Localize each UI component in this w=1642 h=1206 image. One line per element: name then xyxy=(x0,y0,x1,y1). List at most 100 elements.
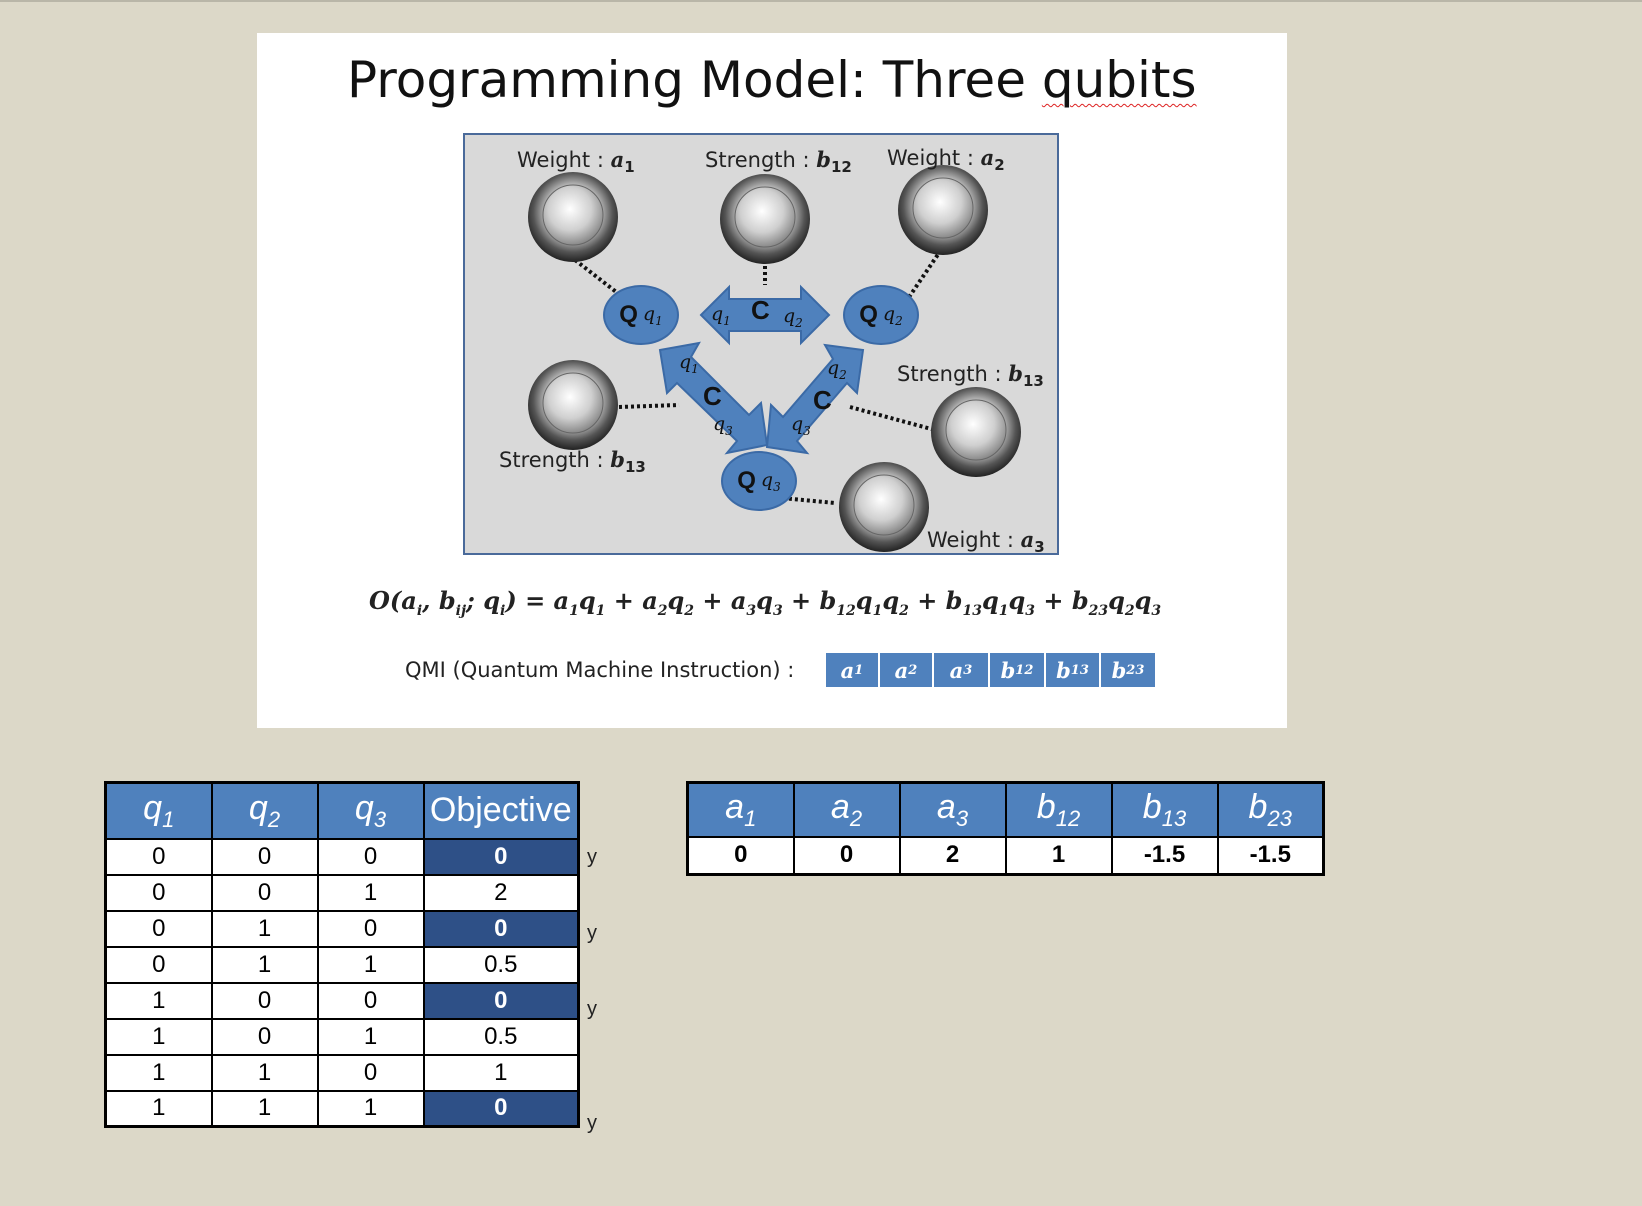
objective-cell[interactable]: 1 xyxy=(422,1053,580,1092)
column-header-a2: a2 xyxy=(792,781,901,838)
row-mark: y xyxy=(587,846,597,868)
coupler-23-end-b: q3 xyxy=(791,413,811,438)
coupler-23-letter: C xyxy=(813,385,832,415)
coupler-23-end-a: q2 xyxy=(827,357,847,382)
cell-q3[interactable]: 0 xyxy=(316,1053,425,1092)
objective-cell[interactable]: 0 xyxy=(422,1089,580,1128)
spellcheck-word: qubits xyxy=(1041,51,1197,109)
coupler-13-end-a: q1 xyxy=(679,351,699,376)
column-header-b13: b13 xyxy=(1110,781,1219,838)
table-row: 0 0 2 1 -1.5 -1.5 xyxy=(686,835,1325,876)
objective-cell[interactable]: 0 xyxy=(422,909,580,948)
coupler-13-end-b: q3 xyxy=(713,413,733,438)
objective-cell[interactable]: 0 xyxy=(422,981,580,1020)
row-mark: y xyxy=(587,1112,597,1134)
objective-cell[interactable]: 0.5 xyxy=(422,1017,580,1056)
cell-q1[interactable]: 1 xyxy=(104,981,213,1020)
column-header-objective: Objective xyxy=(422,781,580,840)
cell-q2[interactable]: 0 xyxy=(210,1017,319,1056)
cell-q3[interactable]: 1 xyxy=(316,1017,425,1056)
cell-q3[interactable]: 0 xyxy=(316,909,425,948)
coef-cell-b12[interactable]: 1 xyxy=(1004,835,1113,876)
cell-q2[interactable]: 0 xyxy=(210,837,319,876)
cell-q2[interactable]: 1 xyxy=(210,945,319,984)
cell-q2[interactable]: 1 xyxy=(210,1089,319,1128)
coupler-12-end-b: q2 xyxy=(783,305,803,330)
weight-a2-label: Weight : a2 xyxy=(887,145,1005,175)
cell-q1[interactable]: 0 xyxy=(104,909,213,948)
slide-title: Programming Model: Three qubits xyxy=(347,51,1197,109)
dial-knob-icon xyxy=(528,172,618,262)
cell-q3[interactable]: 1 xyxy=(316,873,425,912)
top-border xyxy=(0,0,1642,2)
strength-b13-left-label: Strength : b13 xyxy=(499,447,646,477)
cell-q2[interactable]: 1 xyxy=(210,909,319,948)
column-header-q3: q3 xyxy=(316,781,425,840)
column-header-b12: b12 xyxy=(1004,781,1113,838)
dial-knob-icon xyxy=(931,387,1021,477)
cell-q3[interactable]: 0 xyxy=(316,837,425,876)
cell-q2[interactable]: 0 xyxy=(210,981,319,1020)
column-header-a1: a1 xyxy=(686,781,795,838)
table-header-row: q1 q2 q3 Objective xyxy=(104,781,580,840)
qubit-diagram: Weight : a1 Strength : b12 Weight : a2 S… xyxy=(463,133,1059,557)
objective-cell[interactable]: 2 xyxy=(422,873,580,912)
coef-cell-a1[interactable]: 0 xyxy=(686,835,795,876)
row-mark: y xyxy=(587,922,597,944)
cell-q2[interactable]: 0 xyxy=(210,873,319,912)
objective-formula: O(ai, bij; qi) = a1q1 + a2q2 + a3q3 + b1… xyxy=(369,586,1162,619)
cell-q1[interactable]: 0 xyxy=(104,873,213,912)
objective-cell[interactable]: 0 xyxy=(422,837,580,876)
dial-knob-icon xyxy=(839,462,929,552)
objective-cell[interactable]: 0.5 xyxy=(422,945,580,984)
column-header-q2: q2 xyxy=(210,781,319,840)
cell-q1[interactable]: 1 xyxy=(104,1017,213,1056)
weight-a3-label: Weight : a3 xyxy=(927,527,1045,557)
dial-knob-icon xyxy=(720,174,810,264)
dial-knob-icon xyxy=(528,360,618,450)
cell-q3[interactable]: 1 xyxy=(316,945,425,984)
coef-cell-a3[interactable]: 2 xyxy=(898,835,1007,876)
strength-b12-label: Strength : b12 xyxy=(705,147,852,177)
coupler-arrows xyxy=(658,284,865,455)
diagram-graphics xyxy=(528,165,1021,552)
column-header-b23: b23 xyxy=(1216,781,1325,838)
cell-q1[interactable]: 0 xyxy=(104,837,213,876)
column-header-a3: a3 xyxy=(898,781,1007,838)
cell-q1[interactable]: 0 xyxy=(104,945,213,984)
slide-image: Programming Model: Three qubits xyxy=(257,33,1287,728)
cell-q2[interactable]: 1 xyxy=(210,1053,319,1092)
cell-q3[interactable]: 1 xyxy=(316,1089,425,1128)
coef-cell-b13[interactable]: -1.5 xyxy=(1110,835,1219,876)
dial-knob-icon xyxy=(898,165,988,255)
weight-a1-label: Weight : a1 xyxy=(517,147,635,177)
cell-q1[interactable]: 1 xyxy=(104,1053,213,1092)
table-header-row: a1 a2 a3 b12 b13 b23 xyxy=(686,781,1325,838)
cell-q1[interactable]: 1 xyxy=(104,1089,213,1128)
cell-q3[interactable]: 0 xyxy=(316,981,425,1020)
coef-cell-a2[interactable]: 0 xyxy=(792,835,901,876)
coef-cell-b23[interactable]: -1.5 xyxy=(1216,835,1325,876)
coefficient-table: a1 a2 a3 b12 b13 b23 0 0 2 1 -1.5 -1.5 xyxy=(686,781,1325,876)
coupler-13-letter: C xyxy=(703,381,722,411)
qmi-label: QMI (Quantum Machine Instruction) : xyxy=(405,658,795,682)
